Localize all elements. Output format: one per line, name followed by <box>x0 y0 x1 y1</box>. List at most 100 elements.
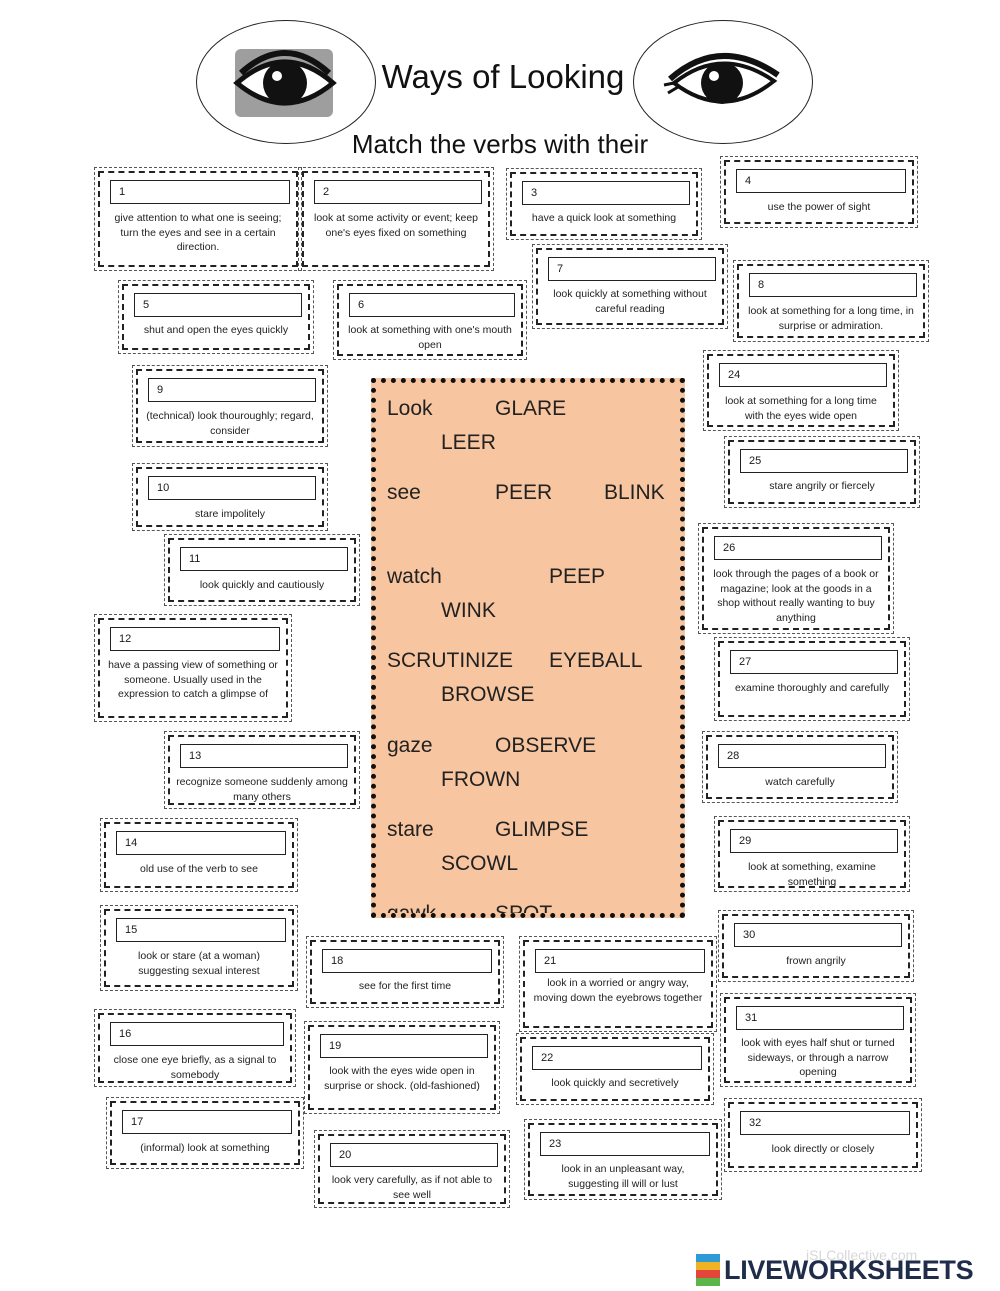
word-bank-word[interactable]: stare <box>387 818 434 841</box>
answer-box-8[interactable]: 8 <box>749 273 917 297</box>
word-bank-word[interactable]: EYEBALL <box>549 649 643 672</box>
card-number: 6 <box>358 299 365 311</box>
answer-box-22[interactable]: 22 <box>532 1046 702 1070</box>
word-bank-word[interactable]: BROWSE <box>441 683 535 706</box>
definition-card-9: 9 (technical) look thouroughly; regard, c… <box>132 365 328 447</box>
card-definition: look at some activity or event; keep one… <box>314 212 478 239</box>
word-bank-word[interactable]: OBSERVE <box>495 734 597 757</box>
answer-box-24[interactable]: 24 <box>719 363 887 387</box>
watermark: iSLCollective.com <box>806 1247 918 1263</box>
answer-box-17[interactable]: 17 <box>122 1110 292 1134</box>
card-definition: look or stare (at a woman) suggesting se… <box>138 950 260 977</box>
answer-box-14[interactable]: 14 <box>116 831 286 855</box>
card-number: 17 <box>131 1116 144 1128</box>
brand-name: LIVEWORKSHEETS <box>724 1254 974 1285</box>
card-number: 27 <box>739 656 752 668</box>
answer-box-9[interactable]: 9 <box>148 378 316 402</box>
word-bank-word[interactable]: SPOT <box>495 902 553 918</box>
answer-box-7[interactable]: 7 <box>548 257 716 281</box>
answer-box-21[interactable]: 21 <box>535 949 705 973</box>
answer-box-27[interactable]: 27 <box>730 650 898 674</box>
left-eye-illustration <box>196 20 376 144</box>
answer-box-11[interactable]: 11 <box>180 547 348 571</box>
card-definition: give attention to what one is seeing; tu… <box>114 212 282 253</box>
answer-box-25[interactable]: 25 <box>740 449 908 473</box>
word-bank-word[interactable]: WINK <box>441 599 496 622</box>
answer-box-20[interactable]: 20 <box>330 1143 498 1167</box>
card-number: 31 <box>745 1012 758 1024</box>
answer-box-30[interactable]: 30 <box>734 923 902 947</box>
answer-box-5[interactable]: 5 <box>134 293 302 317</box>
card-number: 29 <box>739 835 752 847</box>
eye-icon <box>663 53 780 104</box>
badge-stripe <box>696 1262 720 1270</box>
answer-box-15[interactable]: 15 <box>116 918 286 942</box>
word-bank-word[interactable]: Look <box>387 397 433 420</box>
word-bank-word[interactable]: gawk <box>387 902 437 918</box>
answer-box-29[interactable]: 29 <box>730 829 898 853</box>
definition-card-2: 2 look at some activity or event; keep on… <box>298 167 494 271</box>
card-number: 25 <box>749 455 762 467</box>
instructions: Match the verbs with their <box>351 129 649 159</box>
answer-box-12[interactable]: 12 <box>110 627 280 651</box>
answer-box-31[interactable]: 31 <box>736 1006 904 1030</box>
definition-card-17: 17(informal) look at something <box>106 1097 304 1169</box>
answer-box-3[interactable]: 3 <box>522 181 690 205</box>
word-bank-word[interactable]: see <box>387 481 421 504</box>
word-bank-word[interactable]: LEER <box>441 431 496 454</box>
answer-box-16[interactable]: 16 <box>110 1022 284 1046</box>
word-bank-word[interactable]: FROWN <box>441 768 521 791</box>
answer-box-23[interactable]: 23 <box>540 1132 710 1156</box>
card-definition: look at something with one's mouth open <box>348 324 512 351</box>
card-number: 15 <box>125 924 138 936</box>
card-number: 12 <box>119 633 132 645</box>
word-bank-word[interactable]: PEER <box>495 481 553 504</box>
card-number: 21 <box>544 955 557 967</box>
answer-box-13[interactable]: 13 <box>180 744 348 768</box>
answer-box-18[interactable]: 18 <box>322 949 492 973</box>
card-number: 10 <box>157 482 170 494</box>
badge-stripe <box>696 1254 720 1262</box>
card-number: 22 <box>541 1052 554 1064</box>
card-number: 30 <box>743 929 756 941</box>
badge-stripe <box>696 1270 720 1278</box>
card-definition: recognize someone suddenly among many ot… <box>176 776 348 803</box>
answer-box-1[interactable]: 1 <box>110 180 290 204</box>
word-bank-word[interactable]: SCRUTINIZE <box>387 649 513 672</box>
answer-box-32[interactable]: 32 <box>740 1111 910 1135</box>
card-number: 1 <box>119 186 126 198</box>
card-definition: close one eye briefly, as a signal to so… <box>113 1054 277 1081</box>
card-definition: look directly or closely <box>771 1143 875 1155</box>
definition-card-5: 5 shut and open the eyes quickly <box>118 280 314 354</box>
answer-box-2[interactable]: 2 <box>314 180 482 204</box>
card-definition: see for the first time <box>358 980 452 992</box>
liveworksheets-logo: LIVEWORKSHEETS <box>696 1252 974 1288</box>
answer-box-26[interactable]: 26 <box>714 536 882 560</box>
card-definition: shut and open the eyes quickly <box>143 324 289 336</box>
definition-card-13: 13 recognize someone suddenly among many … <box>164 731 360 809</box>
card-number: 16 <box>119 1028 132 1040</box>
answer-box-19[interactable]: 19 <box>320 1034 488 1058</box>
answer-box-28[interactable]: 28 <box>718 744 886 768</box>
word-bank-word[interactable]: GLARE <box>495 397 567 420</box>
answer-box-6[interactable]: 6 <box>349 293 515 317</box>
card-number: 19 <box>329 1040 342 1052</box>
word-bank-word[interactable]: BLINK <box>604 481 665 504</box>
card-definition: (technical) look thouroughly; regard, co… <box>146 410 314 437</box>
answer-box-10[interactable]: 10 <box>148 476 316 500</box>
card-number: 2 <box>323 186 330 198</box>
answer-box-4[interactable]: 4 <box>736 169 906 193</box>
badge-stripe <box>696 1278 720 1286</box>
word-bank-word[interactable]: SCOWL <box>441 852 519 875</box>
word-bank-word[interactable]: watch <box>387 565 442 588</box>
word-bank-word[interactable]: gaze <box>387 734 433 757</box>
right-eye-illustration <box>633 20 813 144</box>
word-bank-word[interactable]: PEEP <box>549 565 606 588</box>
word-bank-word[interactable]: GLIMPSE <box>495 818 589 841</box>
